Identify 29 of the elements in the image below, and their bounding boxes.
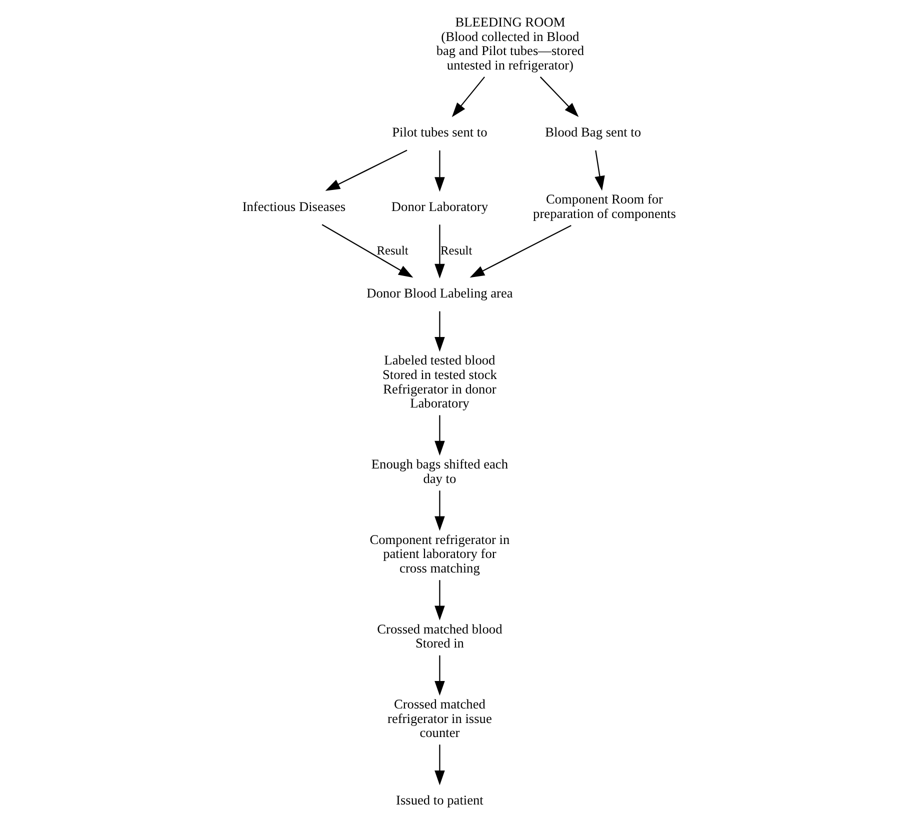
node-text: Donor Blood Labeling area	[366, 286, 513, 301]
arrow	[322, 224, 414, 278]
node-text: Donor Laboratory	[391, 198, 488, 214]
node-text: Enough bags shifted each day to	[371, 456, 508, 486]
arrow	[434, 150, 445, 192]
node-text: Crossed matched blood Stored in	[377, 621, 502, 651]
edge-label: Result	[376, 243, 408, 258]
node-text: Issued to patient	[396, 792, 484, 808]
arrow	[434, 224, 445, 278]
node-text: Crossed matched refrigerator in issue counter	[388, 696, 492, 740]
edge-label: Result	[440, 243, 472, 258]
node-text: BLEEDING ROOM (Blood collected in Blood bag and Pilot tubes—stored untested in refrigerator)	[436, 14, 584, 72]
arrow	[434, 415, 445, 456]
node-text: Blood Bag sent to	[545, 124, 642, 140]
arrow	[434, 655, 445, 696]
node-text: Component refrigerator in patient laboratory for cross matching	[370, 532, 510, 576]
arrow	[434, 311, 445, 352]
arrow	[434, 744, 445, 786]
arrow	[325, 150, 408, 191]
arrow	[452, 76, 485, 118]
arrow	[540, 76, 579, 118]
arrow	[594, 150, 605, 191]
arrow	[470, 224, 572, 278]
node-text: Pilot tubes sent to	[392, 124, 488, 140]
node-text: Component Room for preparation of components	[533, 192, 676, 222]
node-text: Labeled tested blood Stored in tested stock Refrigerator in donor Laboratory	[382, 352, 497, 411]
node-text: Infectious Diseases	[242, 198, 346, 214]
arrow	[434, 490, 445, 531]
arrow	[434, 580, 445, 620]
